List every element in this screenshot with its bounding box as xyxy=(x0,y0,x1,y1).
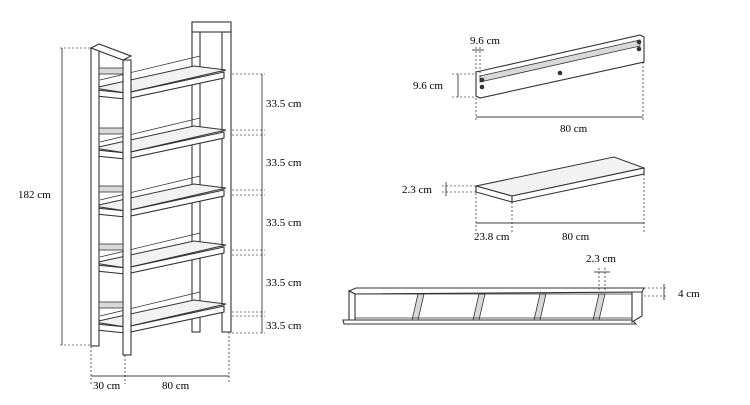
dim-frame-bar: 2.3 cm xyxy=(586,253,616,265)
dim-spacing-4: 33.5 cm xyxy=(266,277,302,289)
dim-board-depth: 23.8 cm xyxy=(474,231,510,243)
front-left-post xyxy=(90,47,100,347)
dim-rail-height: 9.6 cm xyxy=(413,80,443,92)
shelf-unit-dimensions: 182 cm 30 cm 80 cm 33.5 cm 33.5 cm 33.5 … xyxy=(18,47,302,392)
dim-depth-label: 30 cm xyxy=(93,380,121,392)
dim-spacing-5: 33.5 cm xyxy=(266,320,302,332)
front-right-post xyxy=(122,59,132,356)
dim-frame-height: 4 cm xyxy=(678,288,700,300)
shelf-unit xyxy=(89,21,232,356)
dim-height-label: 182 cm xyxy=(18,189,51,201)
back-rail-dimensions: 9.6 cm 9.6 cm 80 cm xyxy=(413,35,644,135)
dim-board-length: 80 cm xyxy=(562,231,590,243)
back-rail xyxy=(475,34,645,99)
dim-spacing-3: 33.5 cm xyxy=(266,217,302,229)
brace-1 xyxy=(99,55,201,81)
side-frame xyxy=(342,287,645,325)
dim-rail-thickness: 9.6 cm xyxy=(470,35,500,47)
dim-spacing-1: 33.5 cm xyxy=(266,98,302,110)
dim-width-label: 80 cm xyxy=(162,380,190,392)
front-top-cap xyxy=(89,43,133,61)
shelf-board-dimensions: 2.3 cm 23.8 cm 80 cm xyxy=(402,174,645,243)
shelf-board xyxy=(475,156,646,203)
dim-board-thickness: 2.3 cm xyxy=(402,184,432,196)
back-top-rail xyxy=(191,21,232,33)
dim-spacing-2: 33.5 cm xyxy=(266,157,302,169)
side-frame-dimensions: 2.3 cm 4 cm xyxy=(586,253,700,300)
dim-rail-length: 80 cm xyxy=(560,123,588,135)
